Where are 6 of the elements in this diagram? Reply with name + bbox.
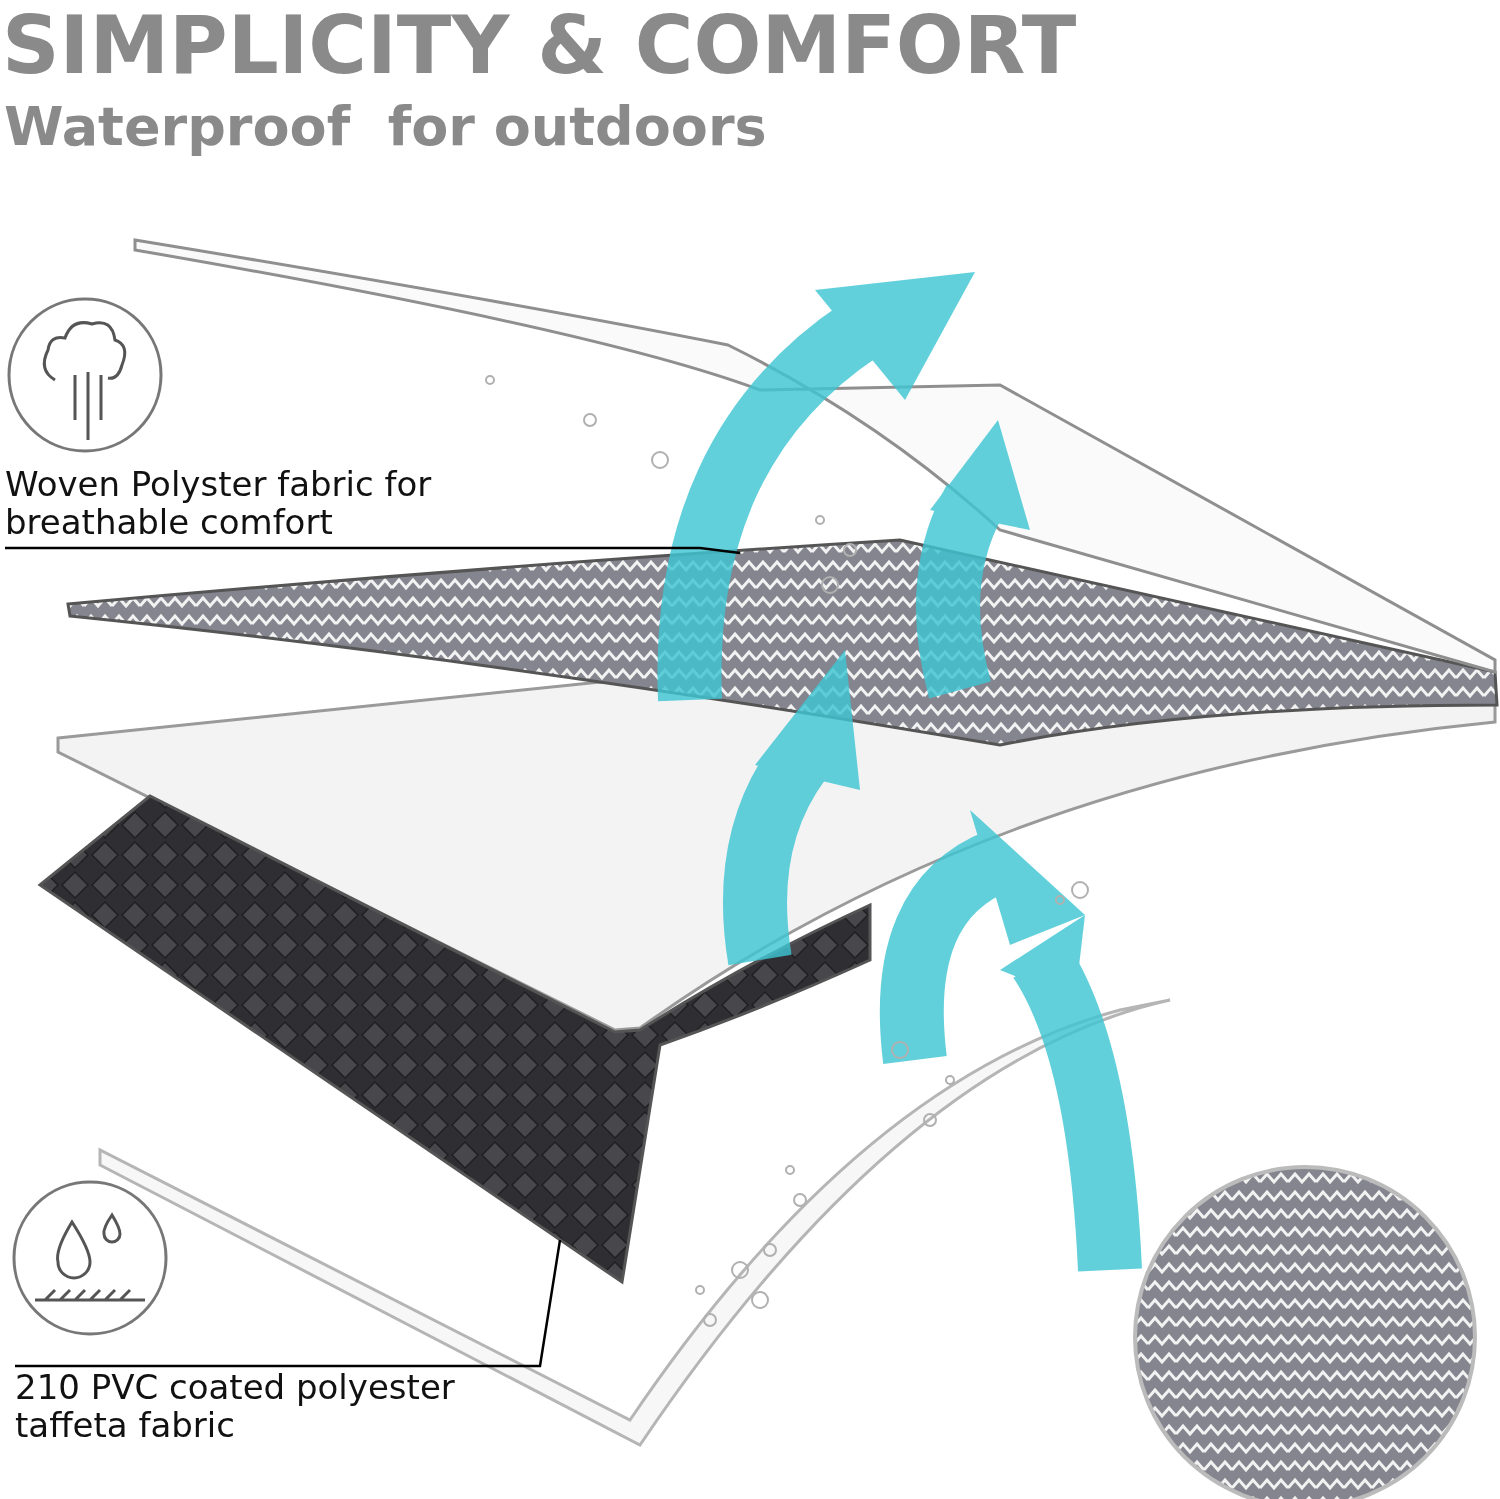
title: SIMPLICITY & COMFORT — [2, 6, 1077, 86]
leader-line — [5, 546, 741, 555]
layer-caption: 210 PVC coated polyester taffeta fabric — [15, 1368, 535, 1444]
subtitle: Waterproof for outdoors — [4, 100, 767, 154]
layer-caption: Woven Polyster fabric for breathable comfort — [5, 465, 505, 541]
leader-line — [15, 1239, 562, 1368]
